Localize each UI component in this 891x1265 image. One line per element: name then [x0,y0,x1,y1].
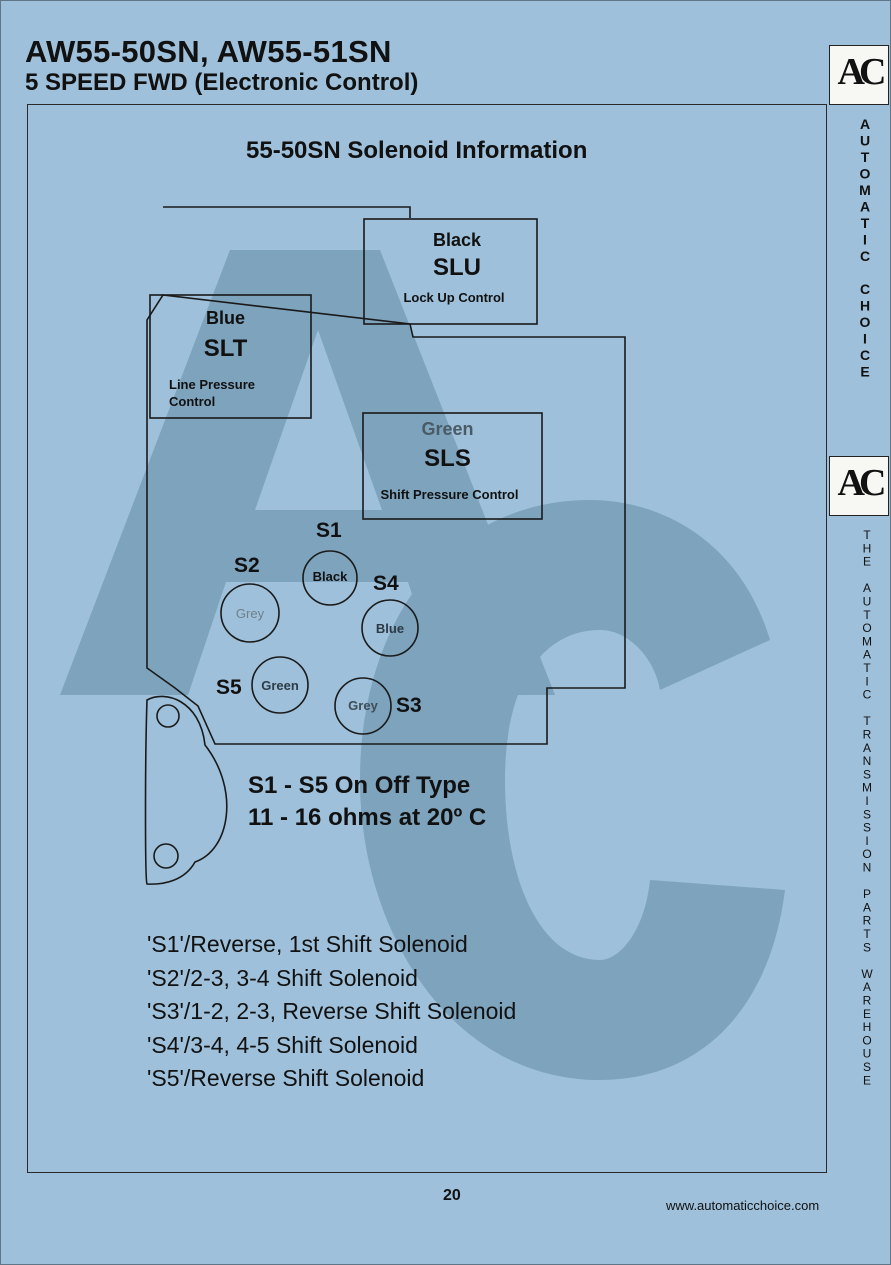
s4-label: S4 [373,572,399,595]
s3-circle [334,677,392,735]
spec-type: S1 - S5 On Off Type [248,772,471,799]
logo-letters: AC [837,462,887,504]
brand-tagline-vertical: THE AUTOMATIC TRANSMISSION PARTS WAREHOU… [860,528,874,1087]
s3-label: S3 [396,694,422,717]
s3-color: Grey [348,698,378,713]
sls-description: Shift Pressure Control [380,487,519,502]
slt-box-outline [149,294,312,419]
legend-item: 'S3'/1-2, 2-3, Reverse Shift Solenoid [147,998,517,1024]
slu-label-group: Black SLU Lock Up Control [364,230,552,305]
solenoid-legend: 'S1'/Reverse, 1st Shift Solenoid 'S2'/2-… [147,928,516,1096]
slu-color: Black [432,230,482,250]
slt-description: Line Pressure Control [169,377,255,409]
legend-item: 'S1'/Reverse, 1st Shift Solenoid [147,931,468,957]
document-subtitle: 5 SPEED FWD (Electronic Control) [25,69,419,96]
logo-letters: AC [837,51,887,93]
s1-color: Black [312,569,348,584]
s5-label: S5 [216,676,242,699]
slu-box-outline [363,218,538,325]
s5-color: Green [261,678,299,693]
sls-color: Green [421,419,474,439]
sls-box-outline [362,412,543,520]
s1-label: S1 [316,519,342,542]
website-url[interactable]: www.automaticchoice.com [666,1198,820,1213]
main-panel [27,104,827,1173]
brand-name-vertical: AUTOMATIC CHOICE [857,116,873,380]
slt-description-line1: Line Pressure [169,377,255,392]
document-title: AW55-50SN, AW55-51SN [25,34,392,69]
s4-color: Blue [375,621,405,636]
slt-description-line2: Control [169,394,216,409]
slt-label-group: Blue SLT [150,308,311,363]
mounting-bracket [144,695,228,885]
slt-color: Blue [205,308,245,328]
page-number: 20 [443,1187,461,1204]
s2-color: Grey [235,606,265,621]
sls-label-group: Green SLS Shift Pressure Control [363,419,542,502]
ac-brand-logo-top: AC ® [829,45,889,105]
slu-code: SLU [433,254,481,281]
bracket-hole-top [156,704,180,728]
spec-resistance: 11 - 16 ohms at 20º C [248,804,487,831]
legend-item: 'S4'/3-4, 4-5 Shift Solenoid [147,1031,418,1058]
s5-circle [251,656,309,714]
slt-code: SLT [203,335,248,362]
s2-circle [220,583,280,643]
section-title: 55-50SN Solenoid Information [246,137,588,164]
bracket-hole-bottom [153,843,179,869]
s4-circle [361,599,419,657]
legend-item: 'S2'/2-3, 3-4 Shift Solenoid [147,964,418,991]
sls-code: SLS [424,445,471,472]
slu-description: Lock Up Control [403,290,505,305]
valve-body-outline [146,206,626,745]
ac-brand-logo-bottom: AC ® [829,456,889,516]
legend-item: 'S5'/Reverse Shift Solenoid [147,1065,425,1091]
s2-label: S2 [234,554,260,577]
s1-circle [302,550,358,606]
